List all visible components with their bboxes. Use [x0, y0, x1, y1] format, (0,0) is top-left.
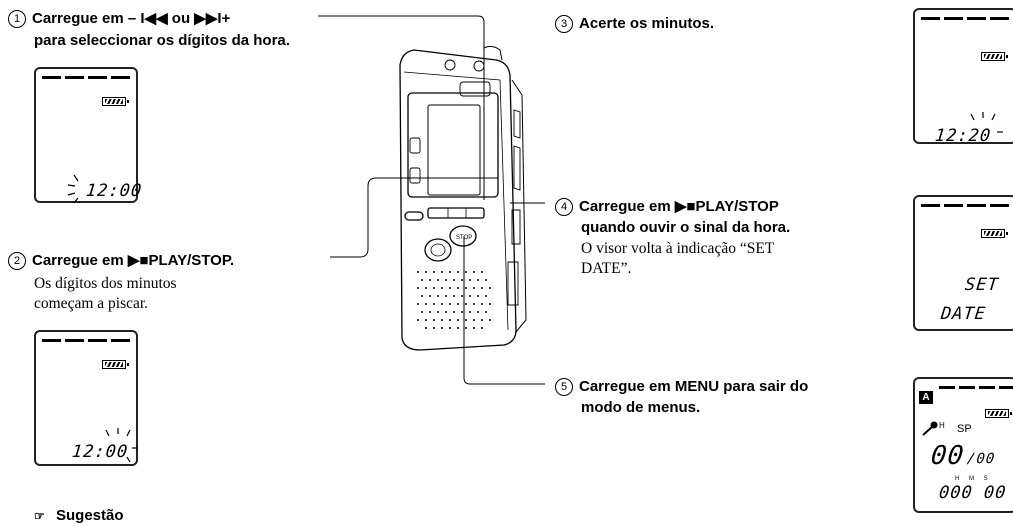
step-4-instruction: 4 Carregue em ▶■PLAY/STOP	[555, 197, 779, 216]
step-5-line2: modo de menus.	[581, 399, 701, 416]
lcd-display-4: SET DATE	[913, 195, 1013, 331]
step-4-line1: Carregue em ▶■PLAY/STOP	[579, 198, 779, 215]
battery-icon	[985, 409, 1012, 418]
step-3-title: Acerte os minutos.	[579, 15, 715, 32]
step-2-title: Carregue em ▶■PLAY/STOP.	[32, 252, 235, 269]
battery-icon	[102, 97, 129, 106]
step-1-number: 1	[8, 10, 26, 28]
recorder-illustration: STOP	[318, 15, 545, 385]
step-2-number: 2	[8, 252, 26, 270]
blink-icon	[970, 112, 1003, 133]
step-5-number: 5	[555, 378, 573, 396]
lcd-display-3: 12:20	[913, 8, 1013, 146]
battery-icon	[981, 52, 1008, 61]
counter-units: H M S	[955, 476, 992, 482]
leader-line-1	[318, 15, 485, 200]
speaker-grille	[417, 271, 491, 329]
step-3-number: 3	[555, 15, 573, 33]
battery-icon	[981, 229, 1008, 238]
lcd-display-1: 12:00	[34, 67, 143, 204]
rec-mode: SP	[957, 423, 972, 435]
step-4-body2: DATE”.	[581, 260, 632, 277]
step-1-instruction: 1 Carregue em – I◀◀ ou ▶▶I+	[8, 9, 230, 28]
step-1-line1: Carregue em – I◀◀ ou ▶▶I+	[32, 10, 231, 27]
lcd-display-5: A H SP 00 /00 H M S 000 00	[913, 377, 1013, 513]
battery-icon	[102, 360, 129, 369]
blink-icon	[67, 174, 79, 204]
step-3-instruction: 3 Acerte os minutos.	[555, 14, 714, 33]
leader-line-2	[330, 177, 498, 258]
step-4-body1: O visor volta à indicação “SET	[581, 240, 775, 257]
step-2-body1: Os dígitos dos minutos	[34, 275, 177, 292]
recorder-body	[399, 45, 527, 351]
step-4-line2: quando ouvir o sinal da hora.	[581, 219, 791, 236]
blink-icon	[105, 428, 138, 463]
step-5-line1: Carregue em MENU para sair do	[579, 378, 809, 395]
lcd-display-2: 12:00	[34, 330, 138, 466]
step-2-body2: começam a piscar.	[34, 295, 149, 312]
stop-button-label: STOP	[456, 235, 472, 241]
step-1-line2: para seleccionar os dígitos da hora.	[34, 32, 290, 49]
folder-badge: A	[919, 391, 933, 404]
step-4-number: 4	[555, 198, 573, 216]
step-5-instruction: 5 Carregue em MENU para sair do	[555, 377, 808, 396]
mic-sensitivity: H	[939, 421, 945, 430]
leader-line-5	[463, 236, 545, 385]
mic-icon	[922, 421, 938, 436]
step-2-instruction: 2 Carregue em ▶■PLAY/STOP.	[8, 251, 234, 270]
